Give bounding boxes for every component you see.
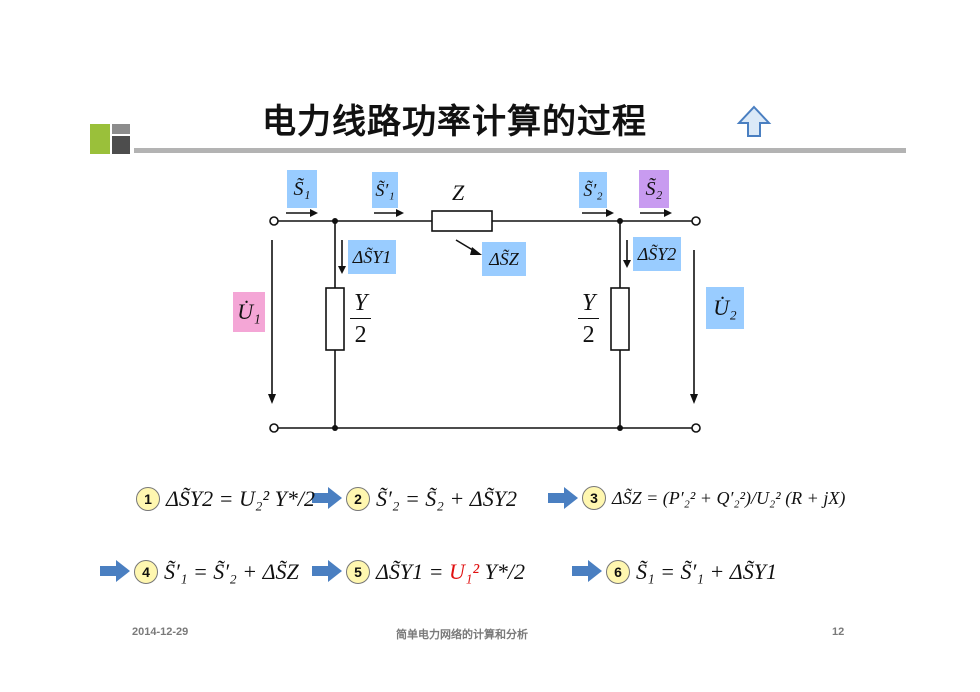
step-equation-suffix: Y*/2 <box>479 559 525 584</box>
step-2: 2 S̃′₂ = S̃₂ + ΔS̃Y2 <box>346 486 517 512</box>
footer-title: 简单电力网络的计算和分析 <box>396 628 528 641</box>
step-equation: S̃′₂ = S̃₂ + ΔS̃Y2 <box>376 486 517 511</box>
step-number-badge: 3 <box>582 486 606 510</box>
step-equation: ΔS̃Y1 = U₁² Y*/2 <box>376 559 525 585</box>
label-z: Z <box>452 180 465 205</box>
label-delta-sy1: ΔS̃Y1 <box>348 240 396 274</box>
decoration-green-block <box>90 124 110 154</box>
step-equation: S̃₁ = S̃′₁ + ΔS̃Y1 <box>636 559 777 584</box>
label-s1-prime: S̃′₁ <box>372 172 398 208</box>
label-delta-sz: ΔS̃Z <box>482 242 526 276</box>
label-u2: U̇₂ <box>706 287 744 329</box>
step-6: 6 S̃₁ = S̃′₁ + ΔS̃Y1 <box>606 559 777 585</box>
step-equation-prefix: ΔS̃Y1 = <box>376 559 449 584</box>
label-s2: S̃₂ <box>639 170 669 208</box>
step-number-badge: 1 <box>136 487 160 511</box>
step-4: 4 S̃′₁ = S̃′₂ + ΔS̃Z <box>134 559 299 585</box>
step-arrow-icon <box>312 560 342 582</box>
left-admittance-fraction: Y 2 <box>350 288 372 351</box>
step-equation-highlight: U₁² <box>449 559 480 584</box>
step-3: 3 ΔS̃Z = (P′₂² + Q′₂²)/U₂² (R + jX) <box>582 486 845 510</box>
step-arrow-icon <box>548 487 578 509</box>
step-equation: ΔS̃Z = (P′₂² + Q′₂²)/U₂² (R + jX) <box>612 487 846 508</box>
step-arrow-icon <box>100 560 130 582</box>
right-fraction-denominator: 2 <box>582 322 595 348</box>
step-arrow-icon <box>312 487 342 509</box>
left-fraction-denominator: 2 <box>354 322 367 348</box>
step-equation: ΔS̃Y2 = U₂² Y*/2 <box>166 486 315 511</box>
title-rule <box>134 148 906 153</box>
step-number-badge: 2 <box>346 487 370 511</box>
slide-title: 电力线路功率计算的过程 <box>262 102 647 142</box>
label-u1: U̇₁ <box>233 292 265 332</box>
up-arrow-icon[interactable] <box>736 104 772 140</box>
step-number-badge: 6 <box>606 560 630 584</box>
label-delta-sy2: ΔS̃Y2 <box>633 237 681 271</box>
step-equation: S̃′₁ = S̃′₂ + ΔS̃Z <box>164 559 299 584</box>
page-number: 12 <box>832 626 845 638</box>
step-1: 1 ΔS̃Y2 = U₂² Y*/2 <box>136 486 315 512</box>
right-admittance-fraction: Y 2 <box>578 288 600 351</box>
step-number-badge: 4 <box>134 560 158 584</box>
decoration-gray-block <box>112 124 130 134</box>
step-arrow-icon <box>572 560 602 582</box>
left-fraction-numerator: Y <box>350 288 372 319</box>
label-s2-prime: S̃′₂ <box>579 172 607 208</box>
label-s1: S̃₁ <box>287 170 317 208</box>
right-fraction-numerator: Y <box>578 288 600 319</box>
footer-date: 2014-12-29 <box>132 626 189 638</box>
decoration-dark-block <box>112 136 130 154</box>
step-5: 5 ΔS̃Y1 = U₁² Y*/2 <box>346 559 525 585</box>
step-number-badge: 5 <box>346 560 370 584</box>
